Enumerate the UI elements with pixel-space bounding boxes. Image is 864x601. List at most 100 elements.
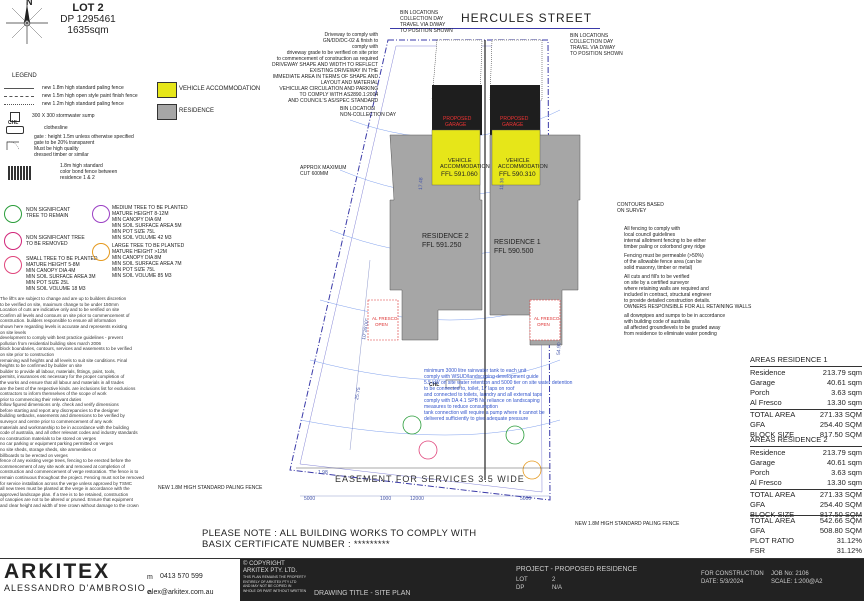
tree-icon	[418, 440, 438, 460]
gate-icon	[6, 138, 20, 151]
tree-legend-label: MIN CANOPY DIA 8M	[112, 255, 162, 261]
tree-icon	[402, 415, 422, 435]
dimension-text: 5000	[304, 496, 315, 502]
area-value: 13.30 sqm	[826, 398, 862, 407]
tree-legend-label: SMALL TREE TO BE PLANTED	[26, 256, 98, 262]
note-line: remaining wall heights and all levels to…	[0, 357, 128, 363]
lot-area: 1635sqm	[67, 25, 109, 36]
street-kerb	[390, 28, 600, 29]
status-block: FOR CONSTRUCTION DATE: 5/3/2024 JOB No: …	[697, 559, 864, 601]
legend-colorbond: 1.8m high standard color bond fence betw…	[60, 163, 118, 181]
tree-legend-label: NON SIGNIFICANT TREE	[26, 235, 85, 241]
area-value: 3.63 sqm	[831, 388, 862, 397]
vehicle-accommodation-swatch	[157, 82, 177, 98]
clothesline-icon	[6, 126, 24, 134]
note-line: materials and workmanship to be in accor…	[0, 424, 129, 430]
area-value: 13.30 sqm	[826, 478, 862, 487]
note-line: permits, insurances etc necessary for th…	[0, 374, 125, 380]
note-line: commencement of any site work and remove…	[0, 463, 126, 469]
note-line: the works and ensure that all labour and…	[0, 379, 124, 385]
tree-icon	[522, 460, 542, 480]
north-arrow-icon	[6, 2, 48, 44]
legend-vehicle: VEHICLE ACCOMMODATION	[179, 86, 261, 92]
title-block: ARKITEX ALESSANDRO D'AMBROSIO m 0413 570…	[0, 558, 864, 601]
drawing-title-block: DRAWING TITLE - SITE PLAN	[310, 559, 512, 601]
note-line: pollution from residential building site…	[0, 340, 102, 346]
area-row: Porch 3.63 sqm	[750, 388, 862, 398]
note-line: remain continuous throughout the project…	[0, 475, 144, 480]
area-label: Al Fresco	[750, 478, 782, 487]
date-label: DATE: 5/3/2024	[701, 579, 744, 585]
note-line: surveyor and centre prior to commencemen…	[0, 419, 113, 425]
note-line: of canopies are not to be altered or pru…	[0, 497, 133, 503]
area-value: 817.50 SQM	[819, 430, 862, 439]
cut-callout: APPROX MAXIMUM CUT 600MM	[300, 165, 347, 177]
note-line: fence of any existing verge trees, fenci…	[0, 458, 131, 464]
garage-right	[490, 85, 540, 135]
tree-legend-label: MIN SOIL VOLUME 85 M3	[112, 273, 172, 279]
tree-large-icon	[92, 243, 110, 261]
note-line: construction. builders responsible to en…	[0, 318, 117, 324]
clothesline-label: CHL	[429, 382, 439, 388]
note-line: before starting and report any discrepan…	[0, 407, 119, 413]
email-label: e	[147, 589, 151, 596]
status-label: FOR CONSTRUCTION	[701, 571, 764, 577]
area-label: TOTAL AREA	[750, 516, 796, 525]
legend-title: LEGEND	[12, 73, 37, 79]
area-label: GFA	[750, 526, 766, 535]
scale-label: SCALE: 1:200@A2	[771, 579, 823, 585]
residence-2-footprint	[389, 134, 483, 341]
tree-legend-label: MIN SOIL SURFACE AREA 3M	[26, 274, 96, 280]
lot-number: LOT 2	[72, 2, 104, 14]
dimension-text: 17.48	[418, 177, 424, 190]
area-label: Garage	[750, 458, 776, 467]
note-line: Location of cuts are indicative only and…	[0, 307, 120, 313]
note-line: block boundaries, contours, services and…	[0, 346, 132, 352]
project-block: PROJECT - PROPOSED RESIDENCE LOT 2 DP N/…	[512, 559, 697, 601]
copyright-block: © COPYRIGHT ARKITEX PTY. LTD. THIS PLAN …	[240, 559, 310, 601]
area-value: 254.40 SQM	[819, 500, 862, 509]
dp-label: DP	[516, 585, 525, 591]
residence-1-footprint	[489, 134, 581, 346]
tree-legend-label: MIN POT SIZE 75L	[112, 267, 155, 273]
tree-legend-label: MIN POT SIZE 75L	[112, 229, 155, 235]
note-line: development to comply with best practice…	[0, 335, 123, 341]
note-line: billboards to be erected on verges	[0, 452, 68, 458]
legend-clothesline: clothesline	[44, 125, 68, 131]
tree-icon	[505, 425, 525, 445]
tree-legend-label: MATURE HEIGHT >12M	[112, 249, 167, 255]
dimension-text: 10°26'00"	[361, 318, 371, 340]
dimension-text: 1000	[380, 496, 391, 502]
tree-legend-label: LARGE TREE TO BE PLANTED	[112, 243, 185, 249]
note-line: contractors to inform themselves of the …	[0, 391, 107, 397]
clothesline-code: CHL	[8, 120, 19, 126]
area-value: 40.61 sqm	[826, 458, 862, 467]
bin-callout-left: BIN LOCATIONS COLLECTION DAY TRAVEL VIA …	[400, 10, 453, 34]
area-label: Porch	[750, 388, 770, 397]
area-value: 31.12%	[836, 546, 862, 555]
tree-legend-label: MIN SOIL VOLUME 18 M3	[26, 286, 86, 292]
email-address[interactable]: alex@arkitex.com.au	[148, 589, 214, 596]
tree-legend-label: MATURE HEIGHT 5-8M	[26, 262, 80, 268]
legend-fence-label: new 1.5m high open style paint finish fe…	[42, 93, 138, 99]
area-value: 508.80 SQM	[819, 526, 862, 535]
note-line: no car parking or equipment parking perm…	[0, 441, 114, 447]
legend-gate-note: gate : height 1.5m unless otherwise spec…	[34, 134, 134, 158]
dimension-text: 25.75	[354, 387, 362, 401]
tree-legend-label: MIN POT SIZE 25L	[26, 280, 69, 286]
fencing-callout: All fencing to comply with local council…	[624, 226, 752, 337]
street-name: HERCULES STREET	[461, 11, 593, 25]
tree-pink-icon	[4, 232, 22, 250]
tree-legend-label: TO BE REMOVED	[26, 241, 68, 247]
note-line: and clear height and width of tree crown…	[0, 502, 139, 508]
